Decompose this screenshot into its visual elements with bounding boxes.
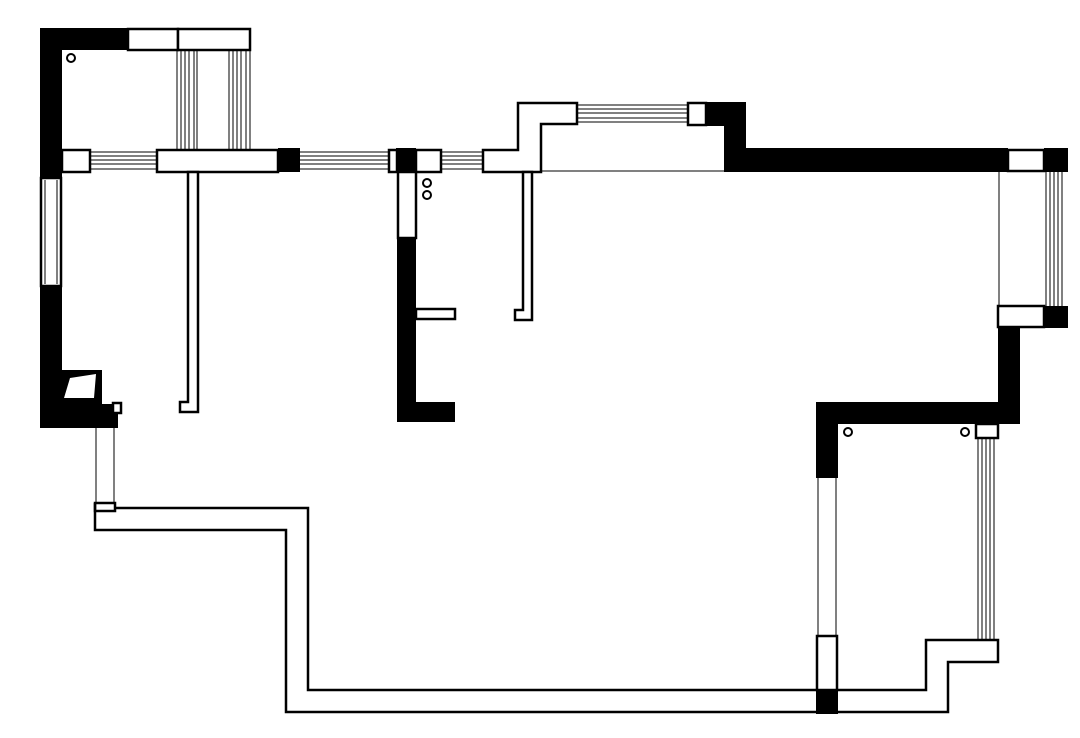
pipe-circle xyxy=(66,53,76,63)
window-top-2 xyxy=(300,151,389,170)
wall-right-step-vertical xyxy=(998,326,1020,424)
wall-left-bottom xyxy=(40,404,118,428)
right-pier-top xyxy=(1006,148,1046,173)
balcony-walls xyxy=(93,503,1000,714)
window-bottom-left xyxy=(95,428,115,503)
wall-junction-1 xyxy=(278,148,300,172)
right-pier-bottom xyxy=(996,304,1046,329)
wall-top-right-long xyxy=(724,148,1008,172)
window-right-bay xyxy=(1045,172,1063,306)
wall-top-middle-step xyxy=(481,101,579,174)
partition-middle xyxy=(513,170,534,322)
right-step-pier xyxy=(974,422,1000,440)
wall-right-corner-bottom xyxy=(1044,306,1068,328)
wall-right-inner-vertical xyxy=(816,402,838,478)
outlined-walls xyxy=(39,27,1046,692)
partition-left xyxy=(178,170,200,414)
partition-stub xyxy=(414,307,457,321)
pipe-circle xyxy=(843,427,853,437)
pier-1 xyxy=(60,148,92,174)
window-top-3 xyxy=(441,151,483,170)
window-top-4 xyxy=(577,104,688,123)
pipe-circle xyxy=(422,178,432,188)
wall-right-corner-top xyxy=(1044,148,1068,172)
top-window-head-right xyxy=(176,27,252,52)
left-window-frame xyxy=(39,176,63,288)
pier-4 xyxy=(414,148,443,174)
window-top-1 xyxy=(90,151,157,170)
pier-3 xyxy=(387,148,399,174)
wall-right-step-horizontal xyxy=(816,402,1020,424)
niche-inner xyxy=(64,374,96,398)
window-right-lower xyxy=(817,478,837,636)
wall-central-foot xyxy=(397,402,455,422)
balcony-right-outer xyxy=(838,638,1000,714)
wall-left-upper xyxy=(40,28,62,178)
pipe-circle xyxy=(422,190,432,200)
wall-junction-2 xyxy=(396,148,416,172)
window-right-balcony xyxy=(977,438,995,640)
wall-central-partition xyxy=(397,238,416,422)
left-bottom-bracket xyxy=(111,401,123,415)
wall-bottom-junction xyxy=(816,690,838,714)
window-left-wall xyxy=(44,180,58,284)
central-partition-upper xyxy=(396,170,418,240)
window-bay-left xyxy=(176,50,198,150)
wall-left-lower xyxy=(40,286,62,428)
right-lower-pier xyxy=(815,634,839,692)
pier-2 xyxy=(155,148,280,174)
windows xyxy=(44,50,1063,640)
pipes xyxy=(66,53,970,437)
pier-5 xyxy=(686,101,708,127)
top-window-head-left xyxy=(126,27,180,52)
terrace-inner xyxy=(115,506,816,692)
pipe-circle xyxy=(960,427,970,437)
bottom-left-pier xyxy=(93,501,117,513)
terrace-outer xyxy=(93,503,816,714)
window-bay-right xyxy=(228,50,251,150)
